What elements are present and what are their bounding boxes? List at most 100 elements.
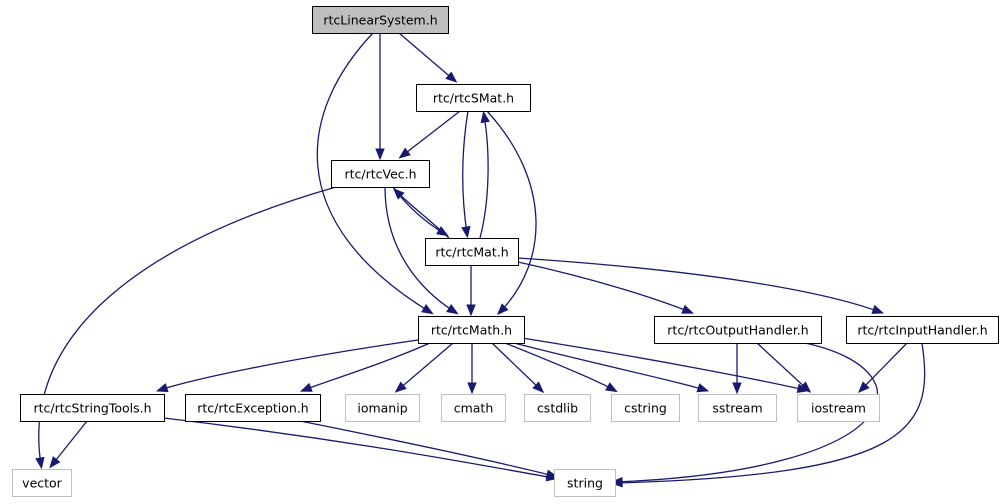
node-box bbox=[654, 316, 822, 344]
node-label: rtcLinearSystem.h bbox=[323, 13, 437, 28]
node-label: rtc/rtcOutputHandler.h bbox=[667, 323, 808, 338]
node-iomanip: iomanip bbox=[345, 394, 420, 422]
edge-rtcMath-to-cmath bbox=[467, 343, 477, 395]
edge-arrowhead bbox=[605, 382, 618, 393]
node-rtcOutputHandler[interactable]: rtc/rtcOutputHandler.h bbox=[654, 316, 822, 344]
edge-arrowhead bbox=[610, 478, 623, 488]
edge-arrowhead bbox=[732, 382, 742, 395]
edge-line bbox=[517, 261, 691, 313]
node-label: rtc/rtcVec.h bbox=[344, 167, 416, 182]
edge-rtcSMat-to-rtcVec bbox=[398, 110, 461, 159]
edge-rtcMath-to-sstream bbox=[513, 342, 710, 393]
node-box bbox=[331, 160, 430, 188]
node-box bbox=[345, 394, 420, 422]
node-box bbox=[20, 394, 165, 422]
node-box bbox=[425, 238, 519, 266]
edge-rtcException-to-string bbox=[299, 420, 559, 479]
edge-arrowhead bbox=[35, 456, 45, 470]
edge-line bbox=[163, 417, 555, 479]
node-box bbox=[418, 316, 525, 344]
edge-rtcLinearSystem-to-rtcSMat bbox=[398, 32, 458, 83]
edge-arrowhead bbox=[375, 148, 385, 161]
edge-arrowhead bbox=[467, 382, 477, 395]
node-rtcStringTools[interactable]: rtc/rtcStringTools.h bbox=[20, 394, 165, 422]
node-rtcInputHandler[interactable]: rtc/rtcInputHandler.h bbox=[846, 316, 999, 344]
node-label: string bbox=[567, 476, 603, 491]
edge-line bbox=[860, 342, 908, 391]
edge-arrowhead bbox=[532, 381, 545, 394]
node-rtcException[interactable]: rtc/rtcException.h bbox=[185, 394, 321, 422]
edge-rtcInputHandler-to-string bbox=[610, 342, 926, 488]
edge-rtcMat-to-rtcVec bbox=[392, 187, 450, 239]
edge-line bbox=[397, 342, 454, 391]
edge-line bbox=[479, 114, 489, 239]
edge-line bbox=[461, 110, 469, 235]
edge-arrowhead bbox=[421, 304, 434, 315]
edge-rtcLinearSystem-to-rtcVec bbox=[375, 33, 385, 161]
node-sstream: sstream bbox=[698, 394, 777, 422]
node-cstring: cstring bbox=[611, 394, 680, 422]
node-label: vector bbox=[22, 476, 63, 491]
node-label: rtc/rtcException.h bbox=[197, 401, 308, 416]
node-box bbox=[441, 394, 506, 422]
node-label: rtc/rtcStringTools.h bbox=[33, 401, 151, 416]
node-string: string bbox=[554, 469, 616, 497]
edge-rtcSMat-to-rtcMat bbox=[461, 110, 471, 239]
edge-arrowhead bbox=[445, 71, 458, 83]
edge-rtcVec-to-rtcMath bbox=[384, 186, 459, 315]
node-rtcLinearSystem[interactable]: rtcLinearSystem.h bbox=[312, 6, 449, 34]
edge-arrowhead bbox=[857, 381, 870, 394]
node-label: rtc/rtcMath.h bbox=[431, 323, 512, 338]
edge-arrowhead bbox=[392, 187, 405, 200]
edge-line bbox=[51, 420, 88, 466]
edge-rtcMath-to-cstdlib bbox=[491, 342, 545, 394]
edge-line bbox=[395, 190, 450, 239]
edge-rtcMat-to-rtcInputHandler bbox=[517, 257, 885, 314]
node-iostream: iostream bbox=[797, 394, 880, 422]
edge-line bbox=[517, 257, 881, 313]
node-rtcVec[interactable]: rtc/rtcVec.h bbox=[331, 160, 430, 188]
node-label: rtc/rtcMat.h bbox=[435, 245, 508, 260]
node-box bbox=[12, 469, 72, 497]
edge-line bbox=[38, 186, 337, 466]
node-cstdlib: cstdlib bbox=[524, 394, 591, 422]
edge-line bbox=[614, 342, 926, 484]
edge-line bbox=[521, 337, 806, 391]
edge-line bbox=[398, 32, 455, 81]
edge-rtcMath-to-rtcException bbox=[299, 342, 431, 392]
edge-line bbox=[756, 342, 809, 391]
edge-rtcMath-to-rtcStringTools bbox=[155, 339, 419, 393]
edge-rtcMat-to-rtcMath bbox=[466, 265, 476, 317]
node-rtcSMat[interactable]: rtc/rtcSMat.h bbox=[416, 84, 531, 112]
node-box bbox=[611, 394, 680, 422]
edge-rtcMat-to-rtcOutputHandler bbox=[517, 261, 695, 314]
edge-line bbox=[486, 110, 537, 313]
edge-arrowhead bbox=[799, 381, 812, 393]
edge-line bbox=[299, 420, 555, 477]
node-box bbox=[554, 469, 616, 497]
edge-arrowhead bbox=[681, 304, 695, 314]
node-cmath: cmath bbox=[441, 394, 506, 422]
edge-rtcVec-to-vector bbox=[35, 186, 337, 470]
node-rtcMath[interactable]: rtc/rtcMath.h bbox=[418, 316, 525, 344]
edge-rtcInputHandler-to-iostream bbox=[857, 342, 908, 394]
edge-rtcMath-to-cstring bbox=[504, 342, 618, 393]
edge-arrowhead bbox=[696, 383, 710, 393]
edge-rtcStringTools-to-string bbox=[163, 417, 559, 482]
edge-rtcMat-to-rtcSMat bbox=[479, 110, 490, 239]
node-box bbox=[524, 394, 591, 422]
node-label: rtc/rtcInputHandler.h bbox=[857, 323, 987, 338]
edge-line bbox=[159, 339, 419, 391]
edge-arrowhead bbox=[480, 110, 490, 124]
edge-arrowhead bbox=[394, 381, 407, 393]
edge-rtcOutputHandler-to-sstream bbox=[732, 343, 742, 395]
edge-line bbox=[401, 110, 461, 157]
edge-arrowhead bbox=[398, 147, 411, 159]
node-box bbox=[797, 394, 880, 422]
node-rtcMat[interactable]: rtc/rtcMat.h bbox=[425, 238, 519, 266]
edge-arrowhead bbox=[49, 456, 61, 469]
edge-line bbox=[316, 32, 431, 313]
edge-arrowhead bbox=[461, 225, 471, 239]
node-box bbox=[698, 394, 777, 422]
